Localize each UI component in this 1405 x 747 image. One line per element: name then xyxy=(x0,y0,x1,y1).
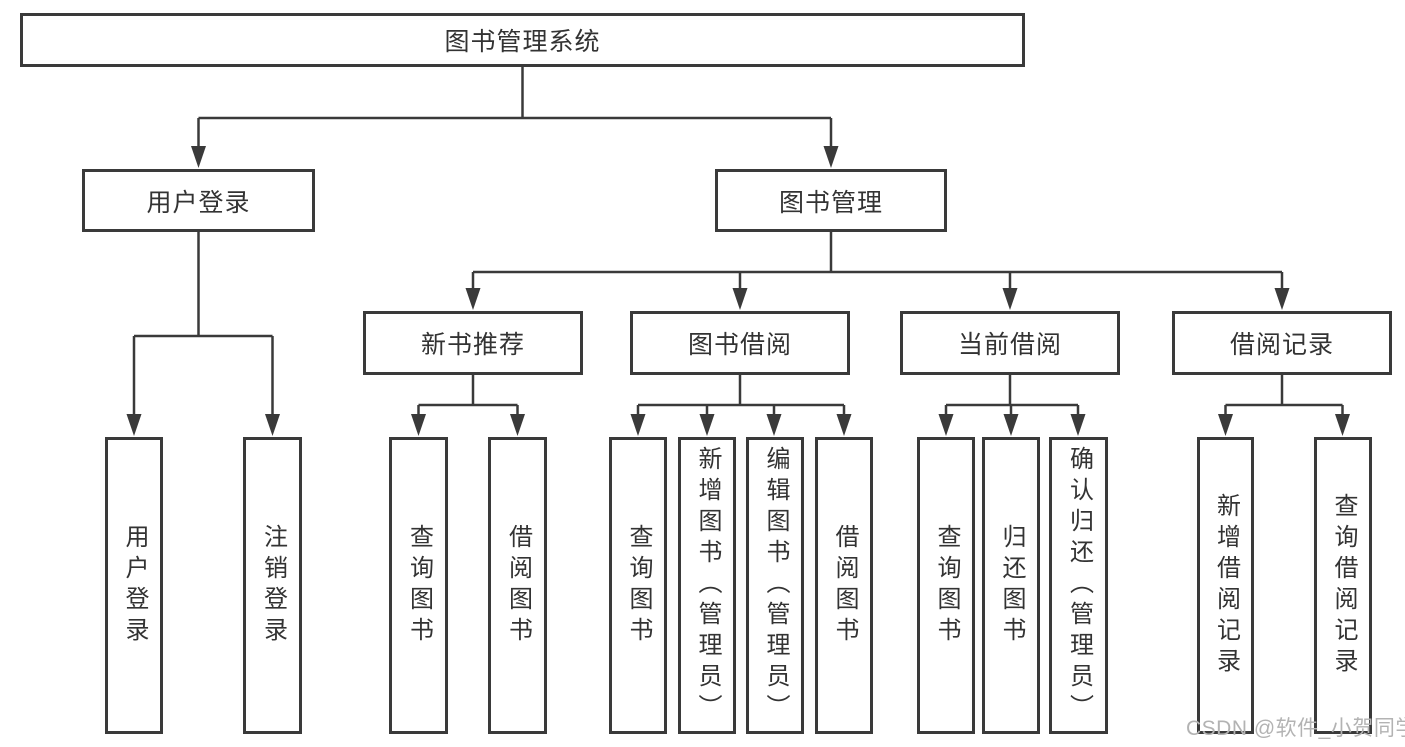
leaf-label: 查询借阅记录 xyxy=(1330,492,1357,679)
node-label: 图书借阅 xyxy=(687,331,792,359)
node-label: 图书管理系统 xyxy=(444,28,601,56)
node-label: 借阅记录 xyxy=(1229,331,1334,359)
leaf-label: 确认归还（管理员） xyxy=(1065,446,1093,725)
leaf-label: 新增图书（管理员） xyxy=(694,446,721,725)
node-current-borrowing: 当前借阅 xyxy=(900,311,1120,375)
leaf-records-query-record: 查询借阅记录 xyxy=(1314,437,1372,734)
node-label: 新书推荐 xyxy=(420,331,525,359)
leaf-newbook-borrow-books: 借阅图书 xyxy=(488,437,547,734)
leaf-borrowing-borrow-books: 借阅图书 xyxy=(815,437,873,734)
leaf-current-return-books: 归还图书 xyxy=(982,437,1040,734)
leaf-label: 借阅图书 xyxy=(504,523,532,648)
leaf-label: 查询图书 xyxy=(625,523,652,648)
node-book-borrowing: 图书借阅 xyxy=(630,311,850,375)
leaf-label: 查询图书 xyxy=(405,523,433,648)
leaf-user-login: 用户登录 xyxy=(105,437,163,734)
leaf-borrowing-add-books-admin: 新增图书（管理员） xyxy=(678,437,736,734)
leaf-records-add-record: 新增借阅记录 xyxy=(1197,437,1254,734)
leaf-label: 用户登录 xyxy=(121,523,148,648)
leaf-borrowing-edit-books-admin: 编辑图书（管理员） xyxy=(746,437,804,734)
leaf-current-confirm-return-admin: 确认归还（管理员） xyxy=(1049,437,1108,734)
leaf-current-query-books: 查询图书 xyxy=(917,437,975,734)
node-user-login: 用户登录 xyxy=(82,169,315,232)
leaf-newbook-query-books: 查询图书 xyxy=(389,437,448,734)
node-label: 当前借阅 xyxy=(957,331,1062,359)
leaf-logout: 注销登录 xyxy=(243,437,302,734)
leaf-borrowing-query-books: 查询图书 xyxy=(609,437,667,734)
node-label: 图书管理 xyxy=(778,188,883,217)
node-book-management: 图书管理 xyxy=(715,169,947,232)
leaf-label: 归还图书 xyxy=(998,523,1025,648)
node-borrowing-records: 借阅记录 xyxy=(1172,311,1392,375)
leaf-label: 注销登录 xyxy=(259,523,287,648)
node-new-book-recommend: 新书推荐 xyxy=(363,311,583,375)
node-library-management-system: 图书管理系统 xyxy=(20,13,1025,67)
leaf-label: 新增借阅记录 xyxy=(1212,492,1240,679)
leaf-label: 查询图书 xyxy=(933,523,960,648)
csdn-watermark: CSDN @软件_小贺同学 xyxy=(1186,717,1405,740)
leaf-label: 编辑图书（管理员） xyxy=(762,446,789,725)
leaf-label: 借阅图书 xyxy=(831,523,858,648)
node-label: 用户登录 xyxy=(146,188,251,217)
